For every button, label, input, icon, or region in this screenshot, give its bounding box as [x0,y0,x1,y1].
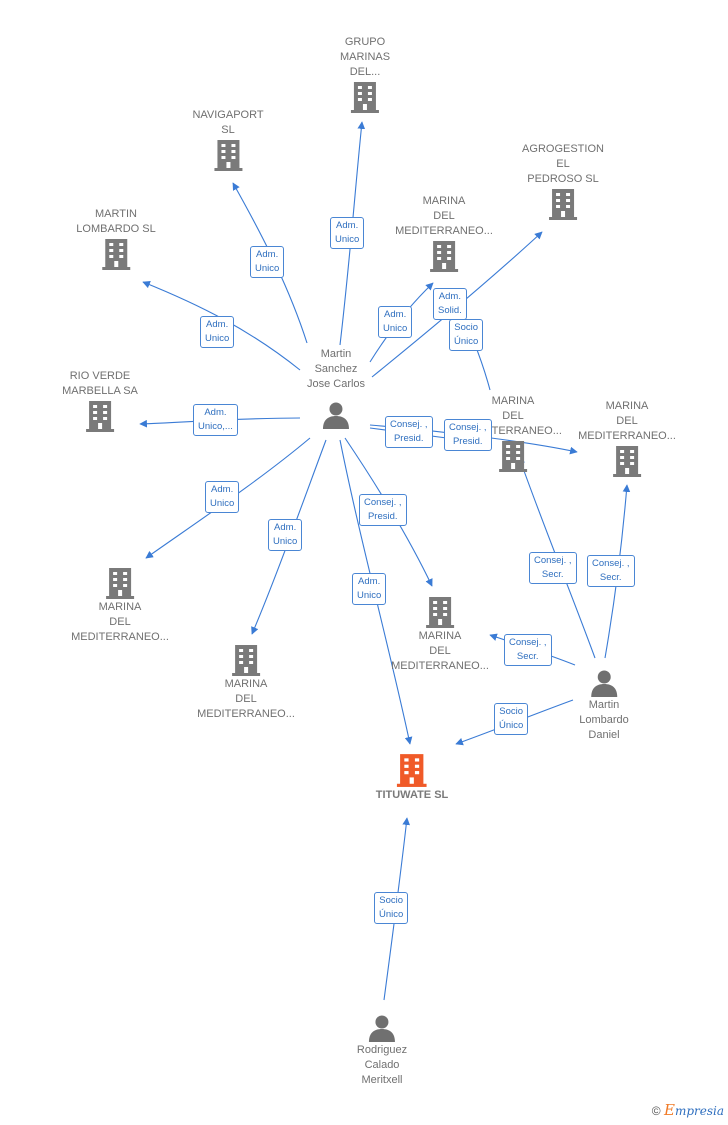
edge-label-marina6[interactable]: Consej. , Presid. [359,494,407,526]
building-icon [351,82,379,113]
edge-label-agrogestion[interactable]: Adm. Solid. [433,288,467,320]
building-icon [429,241,458,272]
edge-label-rio-verde[interactable]: Adm. Unico,... [193,404,238,436]
building-icon [213,140,242,171]
building-icon [612,446,641,477]
person-martin-sanchez[interactable]: Martin Sanchez Jose Carlos [307,347,365,430]
building-icon [397,754,427,787]
brand-logo-initial: E [663,1101,675,1119]
company-tituwate-target[interactable]: TITUWATE SL [375,752,449,803]
copyright-notice: © Empresia [652,1101,724,1119]
company-marina-2[interactable]: MARINA DEL MEDITERRANEO... [71,566,169,645]
edge-label-rod-tituwate[interactable]: Socio Único [374,892,409,924]
company-marina-1[interactable]: MARINA DEL MEDITERRANEO... [395,194,493,273]
edge-label-marina1[interactable]: Adm. Unico [378,306,413,338]
edge-label-marina3[interactable]: Adm. Unico [268,519,303,551]
edge-label-ml-tituwate[interactable]: Socio Único [494,703,529,735]
company-label: AGROGESTION EL PEDROSO SL [522,143,604,185]
target-label: TITUWATE SL [375,789,449,801]
company-marina-5[interactable]: MARINA DEL MEDITERRANEO... [578,399,676,478]
edge-label-marina4[interactable]: Consej. , Presid. [444,419,492,451]
building-icon [231,645,260,676]
person-icon [368,1015,395,1042]
person-label: Rodriguez Calado Meritxell [356,1044,408,1086]
building-icon [105,568,134,599]
brand-logo-text: mpresia [674,1104,724,1118]
building-icon [102,239,130,270]
company-label: NAVIGAPORT SL [192,109,264,136]
edge-label-socio-marina4[interactable]: Socio Único [449,319,484,351]
building-icon [498,441,527,472]
company-martin-lombardo-sl[interactable]: MARTIN LOMBARDO SL [76,207,156,271]
person-martin-lombardo[interactable]: Martin Lombardo Daniel [579,668,629,743]
company-label: GRUPO MARINAS DEL... [339,36,391,78]
company-navigaport[interactable]: NAVIGAPORT SL [192,108,264,172]
edge-label-ml-marina5[interactable]: Consej. , Secr. [587,555,635,587]
company-label: RIO VERDE MARBELLA SA [62,370,138,397]
company-marina-6[interactable]: MARINA DEL MEDITERRANEO... [391,595,489,674]
company-label: MARINA DEL MEDITERRANEO... [395,195,493,237]
person-label: Martin Lombardo Daniel [579,699,629,741]
edge-label-tituwate-ms[interactable]: Adm. Unico [352,573,387,605]
edge-label-marina2[interactable]: Adm. Unico [205,481,240,513]
edge-label-ml-marina6[interactable]: Consej. , Secr. [504,634,552,666]
edge-label-ml-marina4[interactable]: Consej. , Secr. [529,552,577,584]
building-icon [425,597,454,628]
edge-label-martin-sl[interactable]: Adm. Unico [200,316,235,348]
edge-label-grupo[interactable]: Adm. Unico [330,217,365,249]
person-label: Martin Sanchez Jose Carlos [306,348,366,390]
edge-label-marina5[interactable]: Consej. , Presid. [385,416,433,448]
person-icon [322,402,349,429]
company-label: MARTIN LOMBARDO SL [76,208,156,235]
company-label: MARINA DEL MEDITERRANEO... [578,400,676,442]
edge-label-navigaport[interactable]: Adm. Unico [250,246,285,278]
building-icon [549,189,577,220]
copyright-symbol: © [651,1104,661,1118]
company-grupo-marinas[interactable]: GRUPO MARINAS DEL... [340,35,390,114]
company-marina-4[interactable]: MARINA DEL MEDITERRANEO... [464,394,562,473]
building-icon [85,401,114,432]
person-rodriguez[interactable]: Rodriguez Calado Meritxell [357,1013,407,1088]
company-agrogestion[interactable]: AGROGESTION EL PEDROSO SL [522,142,604,221]
company-marina-3[interactable]: MARINA DEL MEDITERRANEO... [197,643,295,722]
company-rio-verde[interactable]: RIO VERDE MARBELLA SA [62,369,138,433]
person-icon [590,670,617,697]
company-label: MARINA DEL MEDITERRANEO... [391,630,489,672]
company-label: MARINA DEL MEDITERRANEO... [71,601,169,643]
company-label: MARINA DEL MEDITERRANEO... [197,678,295,720]
